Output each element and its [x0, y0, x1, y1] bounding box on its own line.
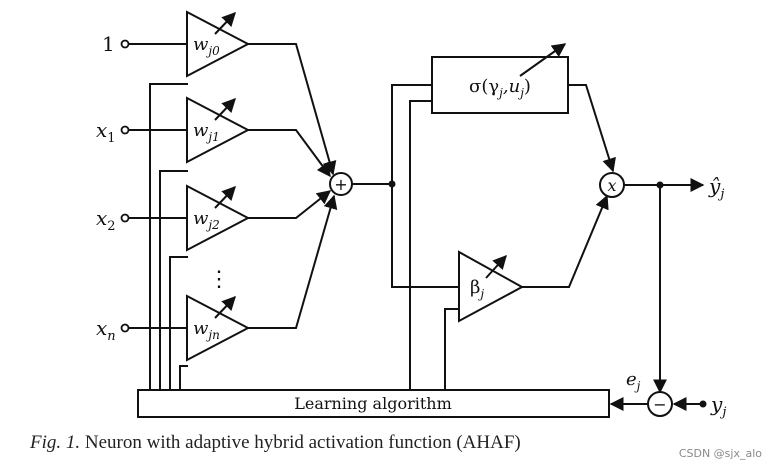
activation-label: σ(γj,uj): [469, 76, 531, 100]
target-terminal: [699, 400, 707, 408]
weight-out-n: [248, 194, 338, 329]
weight-label-2: wj2: [193, 208, 220, 232]
sigma-to-multiplier: [568, 84, 616, 173]
learning-block: [137, 389, 610, 418]
weight-amp-1: [186, 96, 251, 164]
control-line-0: [149, 83, 188, 390]
input-label-1: 1: [102, 32, 115, 56]
ellipsis: ⋮: [208, 267, 230, 292]
beta-to-multiplier: [522, 194, 609, 288]
output-label: ŷj: [708, 174, 724, 202]
weight-amp-2: [186, 184, 251, 252]
weight-amp-n: [186, 294, 251, 362]
adjust-arrow-2: [214, 185, 236, 209]
beta-amp: [458, 250, 525, 323]
input-label-4: xn: [96, 316, 116, 344]
adjust-arrow-1: [214, 97, 236, 121]
weight-label-n: wjn: [193, 318, 220, 342]
error-label: ej: [626, 369, 641, 393]
activation-adjust-arrow: [519, 43, 567, 77]
summer-symbol: +: [334, 175, 347, 194]
control-line-n: [179, 365, 188, 390]
input-terminal-2: [120, 125, 130, 135]
weight-label-0: wj0: [193, 34, 220, 58]
input-terminal-3: [120, 213, 130, 223]
weight-out-2: [248, 190, 332, 219]
target-label: yj: [710, 392, 726, 420]
learning-block-label: Learning algorithm: [294, 394, 452, 413]
activation-block: [431, 56, 569, 114]
figure-number: Fig. 1.: [30, 432, 81, 453]
input-label-2: x1: [96, 118, 116, 146]
weight-amp-0: [186, 10, 251, 78]
caption-text: Neuron with adaptive hybrid activation f…: [80, 432, 521, 453]
beta-adjust-arrow: [485, 254, 507, 279]
beta-label: βj: [470, 277, 484, 301]
weight-out-1: [248, 129, 331, 178]
adjust-arrow-0: [214, 11, 236, 35]
comparator-symbol: −: [653, 395, 666, 414]
control-line-beta: [444, 308, 459, 390]
input-label-3: x2: [96, 206, 116, 234]
input-terminal-4: [120, 323, 130, 333]
branch-to-beta: [391, 184, 459, 288]
weight-out-0: [248, 43, 337, 176]
weight-label-1: wj1: [193, 120, 220, 144]
input-terminal-1: [120, 39, 130, 49]
figure-caption: Fig. 1. Neuron with adaptive hybrid acti…: [30, 432, 521, 454]
control-line-2: [169, 256, 188, 390]
adjust-arrow-n: [214, 295, 236, 319]
output-junction: [656, 181, 664, 189]
multiplier-symbol: x: [607, 176, 616, 195]
branch-junction: [388, 180, 396, 188]
control-line-sigma: [409, 100, 432, 390]
watermark: CSDN @sjx_alo: [678, 447, 762, 460]
control-line-1: [159, 170, 188, 390]
branch-to-sigma: [391, 84, 432, 184]
